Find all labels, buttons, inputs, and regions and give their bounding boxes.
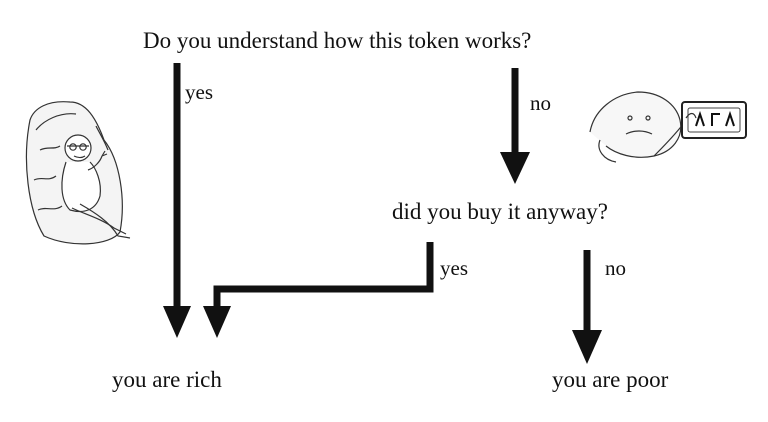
result-poor: you are poor [552,367,669,392]
edge-label-yes-understand: yes [185,80,213,104]
result-rich: you are rich [112,367,222,392]
arrowhead-to-rich-secondary [203,306,231,338]
wojak-with-cash-illustration [589,91,747,163]
arrowhead-to-second-question [500,152,530,184]
arrowhead-to-poor [572,330,602,364]
connector-yes-second [213,242,434,306]
arrowhead-to-rich-primary [163,306,191,338]
edge-label-yes-bought: yes [440,256,468,280]
question-bought-anyway: did you buy it anyway? [392,199,608,224]
edge-label-no-understand: no [530,91,551,115]
wojak-on-throne-illustration [25,101,131,245]
edge-label-no-bought: no [605,256,626,280]
question-understand: Do you understand how this token works? [143,28,532,53]
